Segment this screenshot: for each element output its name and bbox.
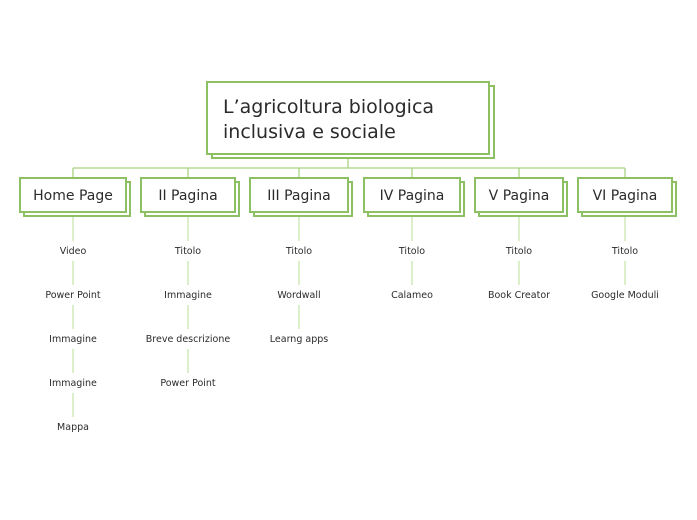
branch-node-box[interactable] <box>577 177 673 213</box>
leaf-node[interactable]: Immagine <box>49 334 97 345</box>
leaf-node[interactable]: Titolo <box>398 246 425 257</box>
branch-label: II Pagina <box>158 188 217 204</box>
connector-layer <box>72 154 626 417</box>
leaf-node[interactable]: Titolo <box>285 246 312 257</box>
leaf-node[interactable]: Calameo <box>391 290 433 301</box>
branch-label: III Pagina <box>267 188 330 204</box>
leaf-node[interactable]: Book Creator <box>488 290 550 301</box>
leaf-node[interactable]: Google Moduli <box>591 290 659 301</box>
branch-node[interactable]: Home Page <box>19 177 131 217</box>
leaf-node[interactable]: Titolo <box>611 246 638 257</box>
branch-node-box[interactable] <box>363 177 461 213</box>
leaf-node[interactable]: Video <box>60 246 87 257</box>
leaf-node[interactable]: Immagine <box>164 290 212 301</box>
branch-node-box[interactable] <box>140 177 236 213</box>
branch-layer: Home Page II Pagina III Pagina IV Pagina V P… <box>19 177 677 217</box>
branch-node[interactable]: III Pagina <box>249 177 353 217</box>
leaf-node[interactable]: Power Point <box>160 378 216 389</box>
branch-node-box[interactable] <box>249 177 349 213</box>
branch-label: VI Pagina <box>593 188 658 204</box>
branch-node[interactable]: V Pagina <box>474 177 568 217</box>
leaf-node[interactable]: Mappa <box>57 422 89 433</box>
branch-node[interactable]: II Pagina <box>140 177 240 217</box>
leaf-node[interactable]: Learng apps <box>270 334 328 345</box>
leaf-node[interactable]: Wordwall <box>277 290 320 301</box>
root-title-line-1: L’agricoltura biologica <box>223 96 434 118</box>
leaf-node[interactable]: Titolo <box>505 246 532 257</box>
root-node-box[interactable] <box>206 81 490 155</box>
branch-node-box[interactable] <box>19 177 127 213</box>
leaf-node[interactable]: Immagine <box>49 378 97 389</box>
branch-label: V Pagina <box>489 188 550 204</box>
branch-label: Home Page <box>33 188 113 204</box>
branch-label: IV Pagina <box>380 188 445 204</box>
leaf-node[interactable]: Breve descrizione <box>146 334 231 345</box>
branch-node[interactable]: IV Pagina <box>363 177 465 217</box>
root-title-line-2: inclusiva e sociale <box>223 121 396 143</box>
leaf-node[interactable]: Power Point <box>45 290 101 301</box>
leaf-node[interactable]: Titolo <box>174 246 201 257</box>
branch-node[interactable]: VI Pagina <box>577 177 677 217</box>
branch-node-box[interactable] <box>474 177 564 213</box>
root-node[interactable]: L’agricoltura biologica inclusiva e soci… <box>206 81 495 159</box>
